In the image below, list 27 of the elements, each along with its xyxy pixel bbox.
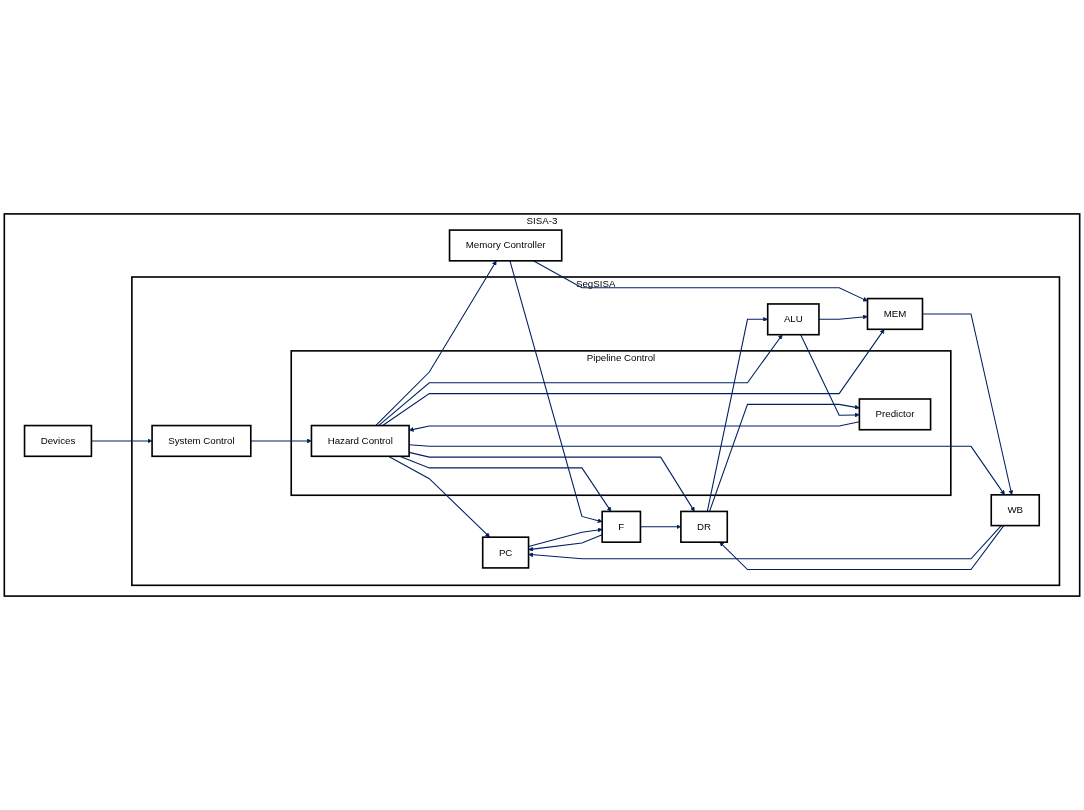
arrow (387, 455, 490, 538)
arrow (528, 525, 1002, 560)
node-box: MEM (866, 297, 924, 331)
arrow (800, 334, 860, 418)
arrow (375, 260, 497, 427)
node-box: ALU (766, 303, 820, 336)
arrow (706, 316, 768, 512)
arrow (528, 534, 603, 552)
node-box: WB (990, 494, 1041, 527)
arrow (382, 329, 885, 427)
node-box: Memory Controller (448, 229, 563, 262)
arrow (709, 403, 860, 512)
arrow (509, 260, 603, 523)
node-box: DR (680, 510, 729, 543)
node-box: Devices (23, 424, 93, 458)
node-box: System Control (151, 424, 252, 458)
arrow (378, 334, 783, 427)
node-box: Predictor (858, 398, 932, 431)
node-box: F (601, 510, 642, 543)
node-box: PC (481, 536, 530, 569)
arrow (250, 438, 312, 444)
arrow (399, 455, 612, 512)
arrow (818, 314, 868, 320)
arrow (528, 527, 603, 547)
arrow (719, 525, 1005, 571)
node-box: Hazard Control (310, 424, 410, 458)
arrow (532, 260, 868, 302)
